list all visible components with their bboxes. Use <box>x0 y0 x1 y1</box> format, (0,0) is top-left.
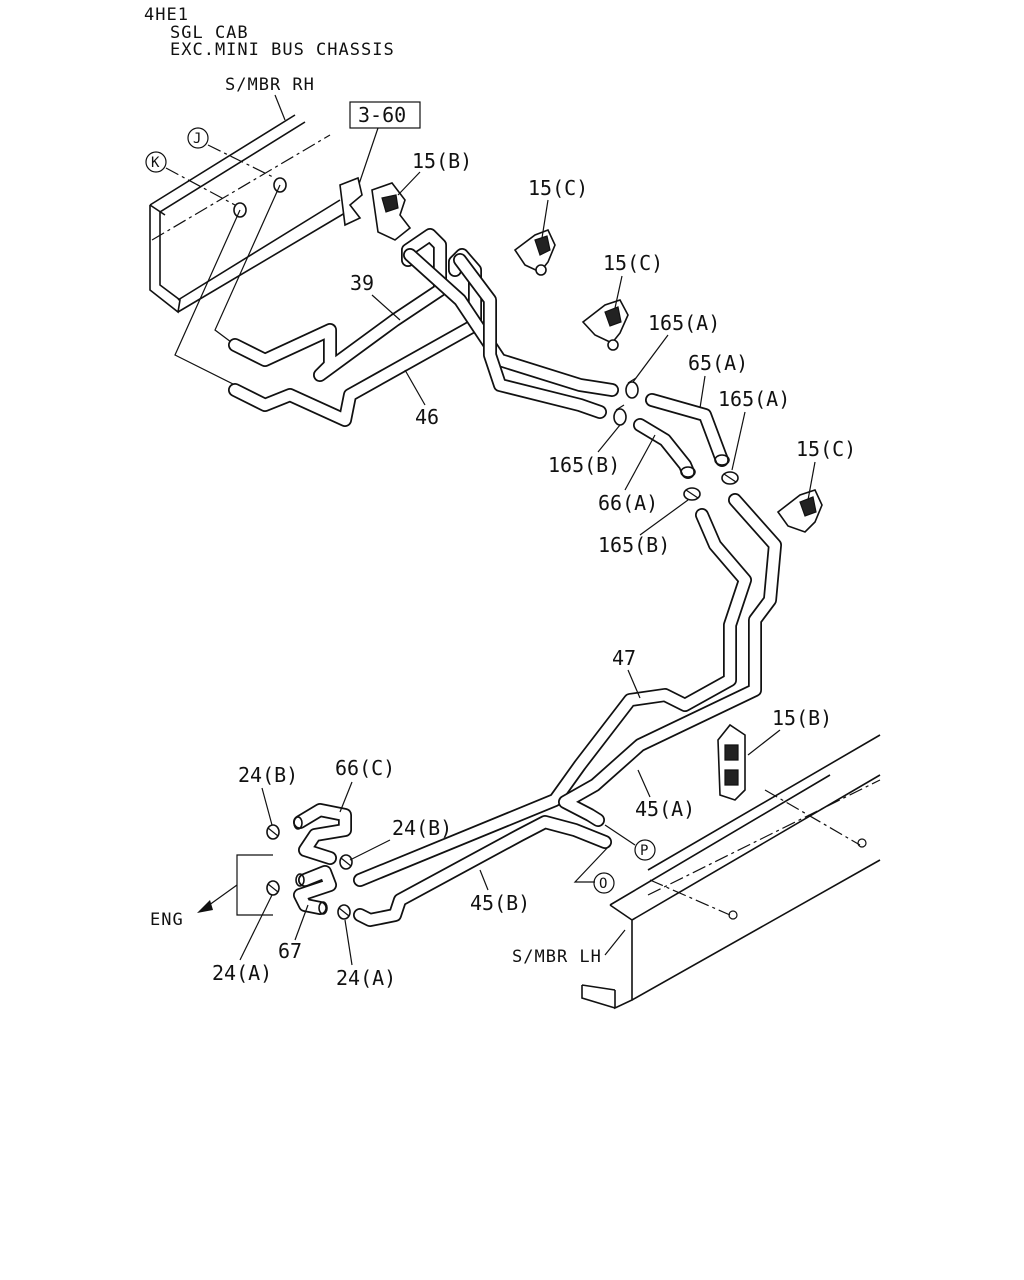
clamp-165b-2 <box>683 487 701 501</box>
callout-165b-1: 165(B) <box>548 453 620 477</box>
svg-text:3-60: 3-60 <box>358 103 406 127</box>
callout-45b: 45(B) <box>470 891 530 915</box>
leader-165b-2 <box>639 499 689 536</box>
callout-15c-2: 15(C) <box>603 251 663 275</box>
hose-upper-run-a <box>403 248 619 397</box>
hose-47 <box>353 508 752 887</box>
header-engine-code: 4HE1 <box>144 5 189 25</box>
callout-15c-3: 15(C) <box>796 437 856 461</box>
leader-165a-2 <box>731 411 746 471</box>
callout-47: 47 <box>612 646 636 670</box>
svg-text:J: J <box>193 131 201 147</box>
callout-165a-1: 165(A) <box>648 311 720 335</box>
marker-k: K <box>145 151 236 206</box>
hose-39 <box>228 228 447 382</box>
clamp-24a-1 <box>266 880 280 896</box>
callout-24a-1: 24(A) <box>212 961 272 985</box>
leader-39 <box>371 294 401 321</box>
callout-46: 46 <box>415 405 439 429</box>
clamp-165a-1 <box>625 377 639 399</box>
callout-15b-lower: 15(B) <box>772 706 832 730</box>
header-cab-type: SGL CAB <box>170 23 249 43</box>
leader-smbr-lh <box>604 929 626 956</box>
leader-15c-2 <box>614 275 623 309</box>
hose-45b <box>353 815 612 927</box>
clip-15b-upper <box>339 176 412 241</box>
callout-67: 67 <box>278 939 302 963</box>
callout-66c: 66(C) <box>335 756 395 780</box>
leader-15b-lower <box>747 729 781 756</box>
hose-upper-run-b <box>453 253 607 419</box>
callout-15c-1: 15(C) <box>528 176 588 200</box>
callout-45a: 45(A) <box>635 797 695 821</box>
side-member-lh <box>581 734 881 1010</box>
callout-66a: 66(A) <box>598 491 658 515</box>
callout-39: 39 <box>350 271 374 295</box>
hose-66c <box>293 803 352 865</box>
svg-text:P: P <box>640 843 648 859</box>
callout-165a-2: 165(A) <box>718 387 790 411</box>
leader-24b-1 <box>261 787 273 826</box>
leader-24a-1 <box>239 894 273 961</box>
clamp-24b-2 <box>339 854 353 870</box>
leader-67 <box>294 904 309 941</box>
marker-p: P <box>604 824 656 861</box>
leader-15c-3 <box>807 461 816 501</box>
callout-65a: 65(A) <box>688 351 748 375</box>
clamp-165b-1 <box>613 404 627 426</box>
leader-66a <box>624 434 656 491</box>
leader-165b-1 <box>597 424 621 453</box>
clip-15b-lower <box>717 723 746 801</box>
clamp-24a-2 <box>337 904 351 920</box>
callout-24b-1: 24(B) <box>238 763 298 787</box>
marker-o: O <box>573 844 615 894</box>
label-smbr-rh: S/MBR RH <box>225 75 315 95</box>
leader-65a <box>699 375 706 409</box>
reference-3-60: 3-60 <box>349 101 421 191</box>
leader-66c <box>339 781 353 813</box>
leader-165a-1 <box>632 334 669 383</box>
leader-15b-upper <box>397 171 421 196</box>
leader-smbr-rh <box>274 94 286 121</box>
leader-47 <box>627 669 641 699</box>
label-smbr-lh: S/MBR LH <box>512 947 602 967</box>
leader-24b-2 <box>349 839 391 861</box>
hose-45a <box>558 493 782 827</box>
leader-24a-2 <box>344 919 353 966</box>
callout-15b-upper: 15(B) <box>412 149 472 173</box>
header-chassis-note: EXC.MINI BUS CHASSIS <box>170 40 395 60</box>
clip-15c-3 <box>776 489 823 533</box>
elbow-67 <box>293 865 337 915</box>
leader-15c-1 <box>541 199 549 239</box>
hose-66a <box>633 418 696 479</box>
callout-24b-2: 24(B) <box>392 816 452 840</box>
hose-65a <box>645 393 730 467</box>
leader-46 <box>404 369 426 406</box>
callout-24a-2: 24(A) <box>336 966 396 990</box>
svg-text:K: K <box>151 155 160 171</box>
clamp-165a-2 <box>721 471 739 485</box>
engine-direction <box>197 854 273 916</box>
label-eng: ENG <box>150 910 184 930</box>
svg-text:O: O <box>599 876 607 892</box>
clamp-24b-1 <box>266 824 280 840</box>
marker-j: J <box>187 127 276 179</box>
callout-165b-2: 165(B) <box>598 533 670 557</box>
clip-15c-2 <box>581 299 629 351</box>
leader-45b <box>479 869 489 891</box>
leader-45a <box>637 769 651 798</box>
side-member-rh <box>149 114 351 386</box>
clip-15c-1 <box>513 228 556 276</box>
